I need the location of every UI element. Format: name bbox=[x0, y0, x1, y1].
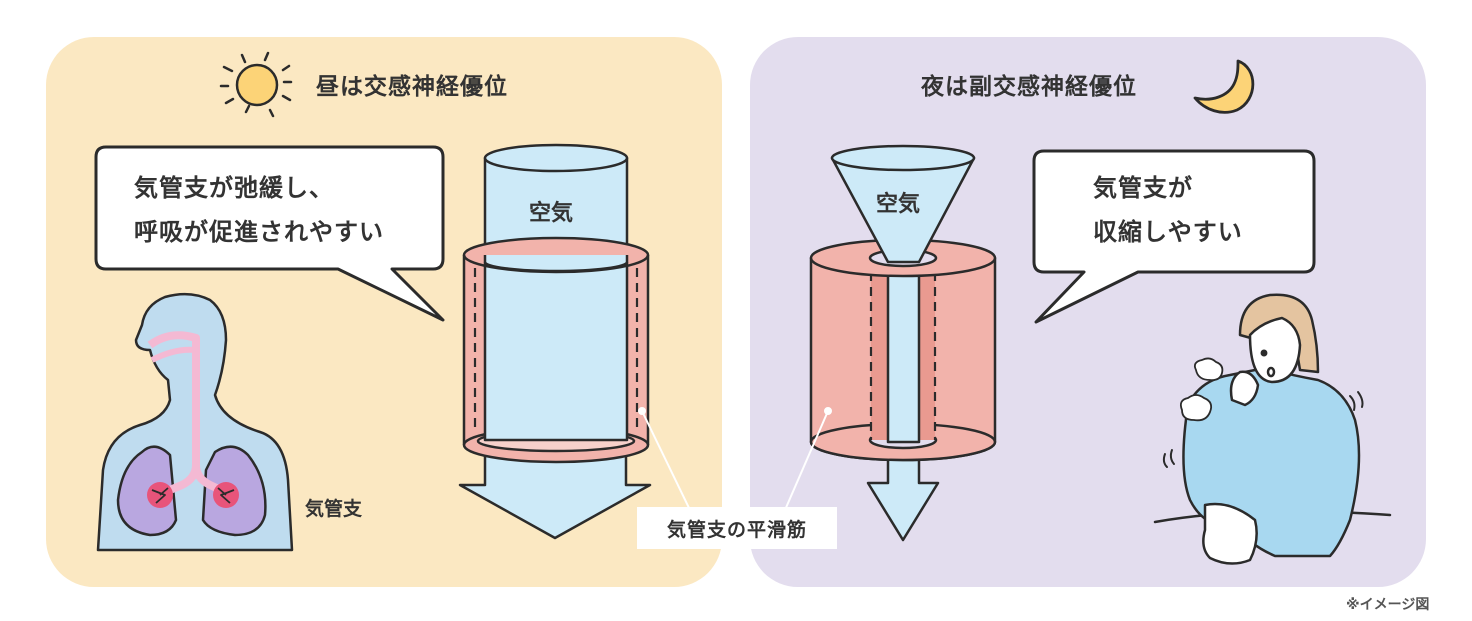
relaxed-bronchus-diagram bbox=[458, 143, 652, 540]
day-bubble-text: 気管支が弛緩し、 呼吸が促進されやすい bbox=[134, 166, 384, 254]
night-air-label: 空気 bbox=[876, 192, 921, 217]
day-bubble-line-1: 気管支が弛緩し、 bbox=[134, 174, 334, 202]
coughing-woman-illustration bbox=[1153, 293, 1392, 565]
daytime-title: 昼は交感神経優位 bbox=[316, 74, 508, 100]
day-speech-bubble bbox=[94, 145, 445, 322]
muscle-label-pointers bbox=[638, 407, 832, 511]
day-air-label: 空気 bbox=[529, 201, 574, 226]
day-bubble-line-2: 呼吸が促進されやすい bbox=[134, 218, 384, 246]
image-disclaimer-footnote: ※イメージ図 bbox=[1346, 597, 1430, 613]
respiratory-system-illustration bbox=[96, 292, 294, 552]
nighttime-title: 夜は副交感神経優位 bbox=[921, 74, 1137, 100]
crescent-moon-icon bbox=[1193, 59, 1255, 114]
night-bubble-line-1: 気管支が bbox=[1093, 174, 1193, 202]
smooth-muscle-label: 気管支の平滑筋 bbox=[666, 518, 807, 541]
sun-icon bbox=[219, 51, 293, 118]
night-speech-bubble bbox=[1032, 149, 1316, 324]
bronchi-label: 気管支 bbox=[305, 498, 363, 520]
constricted-bronchus-diagram bbox=[809, 144, 997, 542]
night-bubble-line-2: 収縮しやすい bbox=[1093, 218, 1243, 246]
smooth-muscle-label-box: 気管支の平滑筋 bbox=[637, 507, 837, 549]
night-bubble-text: 気管支が 収縮しやすい bbox=[1093, 166, 1243, 254]
